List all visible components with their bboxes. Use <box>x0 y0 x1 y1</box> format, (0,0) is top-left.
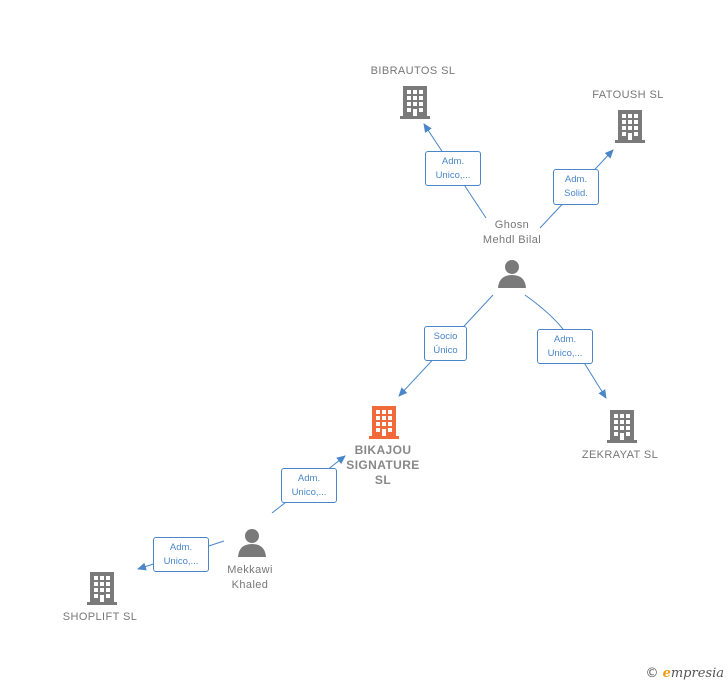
edge-label-ghosn-bibrautos[interactable]: Adm. Unico,... <box>425 151 481 186</box>
edge-label-mekkawi-shoplift[interactable]: Adm. Unico,... <box>153 537 209 572</box>
zekrayat-label[interactable]: ZEKRAYAT SL <box>581 449 659 461</box>
brand-name: mpresia <box>670 666 724 681</box>
edge-label-ghosn-zekrayat[interactable]: Adm. Unico,... <box>537 329 593 364</box>
shoplift-building-icon[interactable] <box>86 570 118 606</box>
empresia-watermark: © empresia <box>645 666 724 681</box>
bibrautos-label[interactable]: BIBRAUTOS SL <box>370 65 456 77</box>
zekrayat-building-icon[interactable] <box>606 408 638 444</box>
copyright-symbol: © <box>645 666 659 681</box>
fatoush-label[interactable]: FATOUSH SL <box>592 89 664 101</box>
edge-label-ghosn-fatoush[interactable]: Adm. Solid. <box>553 169 599 205</box>
ghosn-label[interactable]: Ghosn Mehdl Bilal <box>482 219 542 246</box>
bikajou-building-icon[interactable] <box>368 404 400 440</box>
edge-label-mekkawi-bikajou[interactable]: Adm. Unico,... <box>281 468 337 503</box>
mekkawi-person-icon[interactable] <box>237 527 267 557</box>
fatoush-building-icon[interactable] <box>614 108 646 144</box>
shoplift-label[interactable]: SHOPLIFT SL <box>62 611 138 623</box>
edge-label-ghosn-bikajou[interactable]: Socio Único <box>424 326 467 361</box>
bikajou-label[interactable]: BIKAJOU SIGNATURE SL <box>346 443 420 487</box>
brand-initial: e <box>662 666 671 681</box>
bibrautos-building-icon[interactable] <box>399 84 431 120</box>
ghosn-person-icon[interactable] <box>497 258 527 288</box>
mekkawi-label[interactable]: Mekkawi Khaled <box>227 564 273 591</box>
